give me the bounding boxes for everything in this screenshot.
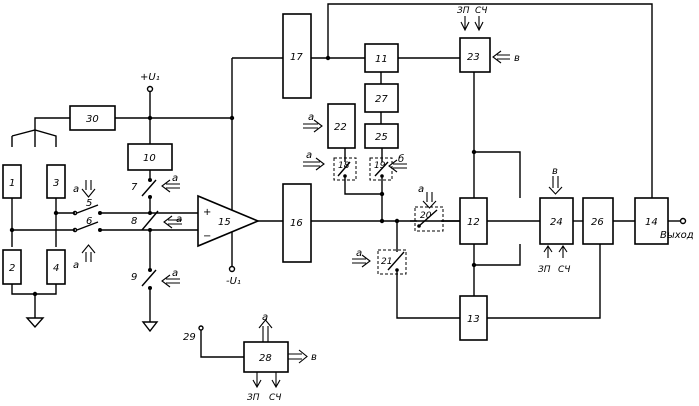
label-11: 11 <box>375 54 388 65</box>
signal-a: а <box>356 248 362 259</box>
switch-label-5: 5 <box>86 198 92 209</box>
switch-label-21: 21 <box>381 257 392 267</box>
label-25: 25 <box>375 132 388 143</box>
signal-zp: ЗП <box>538 265 551 275</box>
supply-pos-label: +U₁ <box>140 72 160 83</box>
label-16: 16 <box>290 218 303 229</box>
signal-b: б <box>398 153 404 165</box>
switch-7 <box>142 180 156 196</box>
signal-a: а <box>308 112 314 123</box>
signal-a: а <box>172 173 178 184</box>
signal-a: а <box>262 312 268 323</box>
signal-a: а <box>73 184 79 195</box>
signal-a: а <box>418 184 424 195</box>
label-12: 12 <box>467 217 480 228</box>
label-2: 2 <box>9 263 15 274</box>
signal-v: в <box>311 352 317 363</box>
signal-zp: ЗП <box>457 6 470 16</box>
supply-pos-terminal <box>148 87 153 92</box>
output-terminal <box>681 219 686 224</box>
label-10: 10 <box>143 153 156 164</box>
switch-label-6: 6 <box>86 216 92 227</box>
signal-a: а <box>176 214 182 225</box>
input-29-lead <box>201 330 244 357</box>
label-15: 15 <box>218 217 231 228</box>
label-22: 22 <box>334 122 347 133</box>
label-13: 13 <box>467 314 480 325</box>
signal-sch: СЧ <box>269 393 281 403</box>
label-24: 24 <box>550 217 563 228</box>
signal-sch: СЧ <box>558 265 570 275</box>
output-label: Выход <box>660 230 694 241</box>
switch-label-18: 18 <box>338 161 350 171</box>
ground-symbol <box>143 322 157 331</box>
supply-neg-label: -U₁ <box>226 276 241 287</box>
opamp-minus: − <box>203 231 211 242</box>
signal-v: в <box>552 166 558 177</box>
signal-a: а <box>73 260 79 271</box>
opamp-plus: + <box>203 207 211 218</box>
switch-label-7: 7 <box>131 182 138 193</box>
switch-label-19: 19 <box>374 161 386 171</box>
label-1: 1 <box>9 178 15 189</box>
ground-symbol <box>27 318 43 327</box>
signal-v: в <box>514 53 520 64</box>
switch-9 <box>142 270 156 286</box>
switch-label-20: 20 <box>420 211 432 221</box>
switch-label-8: 8 <box>131 216 137 227</box>
label-23: 23 <box>467 52 480 63</box>
label-4: 4 <box>53 263 59 274</box>
switch-label-9: 9 <box>131 272 137 283</box>
label-26: 26 <box>591 217 604 228</box>
supply-neg-terminal <box>230 267 235 272</box>
signal-a: а <box>306 150 312 161</box>
signal-a: а <box>172 268 178 279</box>
label-30: 30 <box>86 114 99 125</box>
signal-sch: СЧ <box>475 6 487 16</box>
label-17: 17 <box>290 52 303 63</box>
label-3: 3 <box>53 178 59 189</box>
label-29: 29 <box>183 332 196 343</box>
signal-zp: ЗП <box>247 393 260 403</box>
label-27: 27 <box>375 94 388 105</box>
label-14: 14 <box>645 217 658 228</box>
label-28: 28 <box>259 353 272 364</box>
junctions <box>10 56 476 296</box>
